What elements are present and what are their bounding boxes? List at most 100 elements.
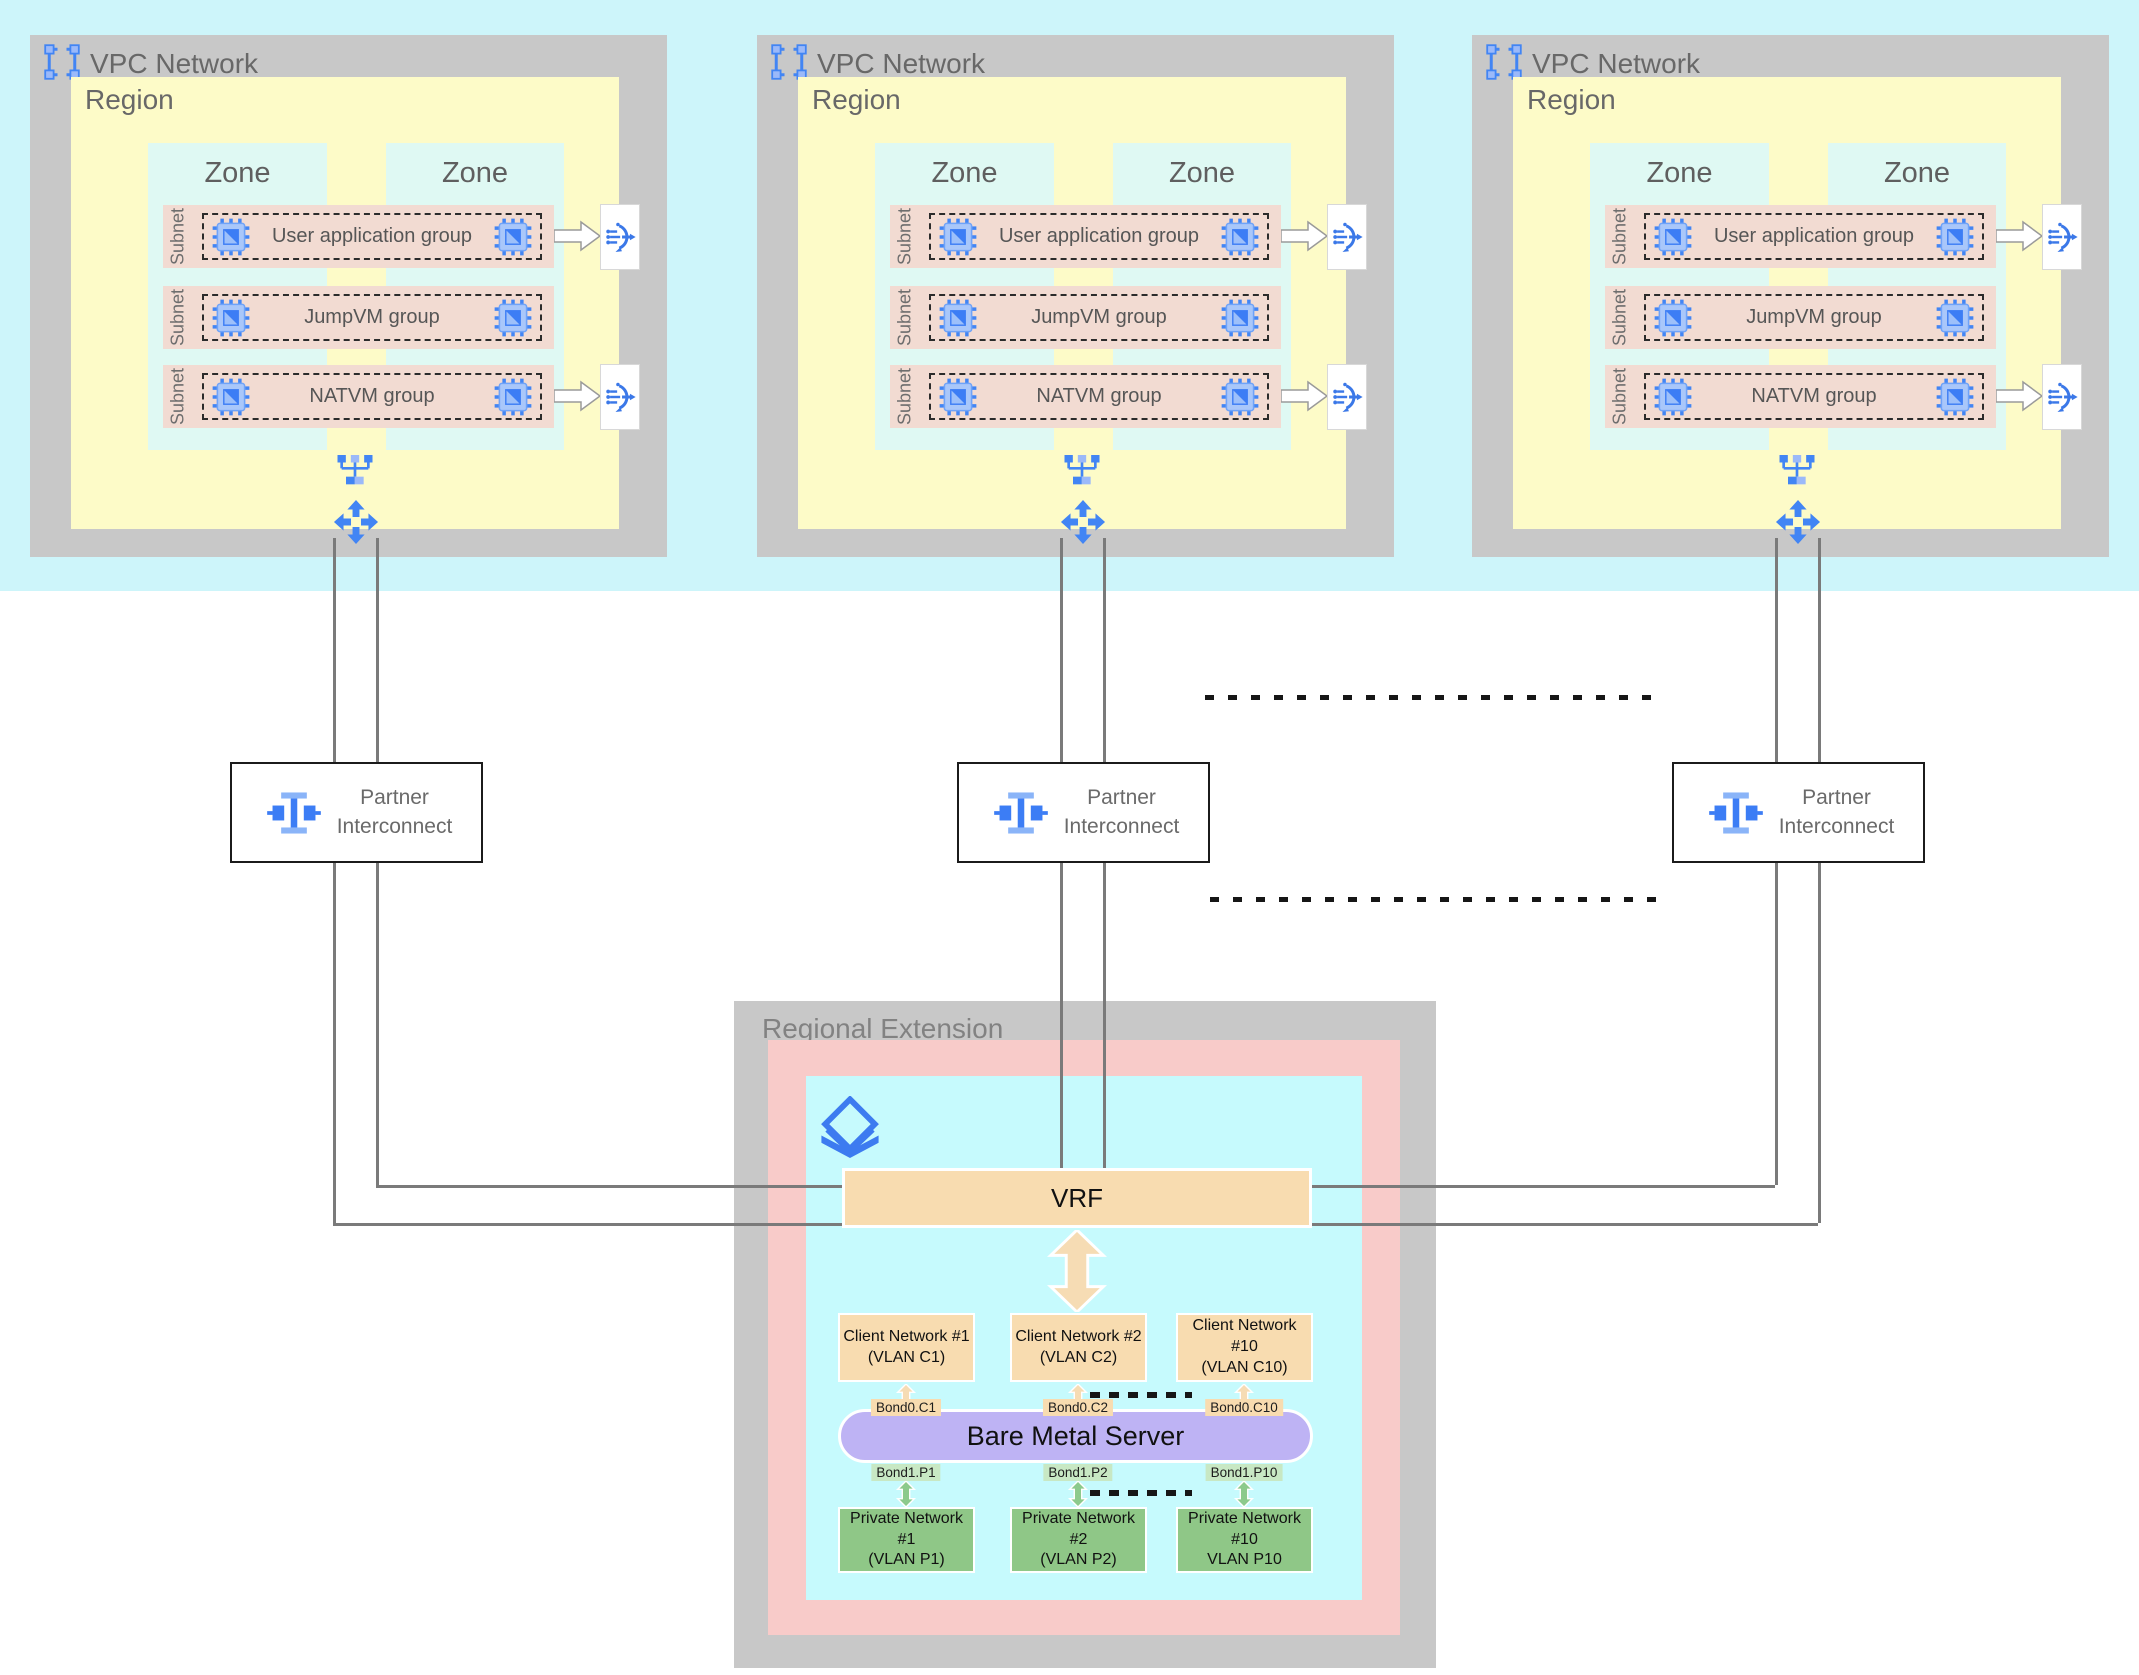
subnet-label: Subnet (1609, 367, 1630, 426)
vm-instance-icon (1221, 299, 1259, 336)
bare-metal-server: Bare Metal Server (838, 1409, 1313, 1463)
load-balancer-icon (606, 382, 636, 412)
network-vlan: (VLAN P1) (868, 1551, 945, 1569)
instance-group-box: NATVM group (1644, 373, 1984, 420)
network-vlan: (VLAN C2) (1039, 1348, 1118, 1366)
region-box: Region Zone Zone Subnet User application… (1513, 77, 2061, 545)
bond-interface-label: Bond1.P2 (1043, 1464, 1113, 1481)
network-box: Client Network #1 (VLAN C1) (838, 1313, 975, 1382)
instance-group-label: User application group (271, 225, 473, 247)
subnet-row: Subnet NATVM group (1605, 365, 1996, 428)
instance-group-label: NATVM group (1036, 385, 1162, 407)
vm-instance-icon (212, 299, 250, 336)
vpc-network-icon (1486, 44, 1522, 80)
network-vlan-extra: VLAN P10 (1207, 1551, 1282, 1569)
subnet-row: Subnet User application group (890, 205, 1281, 268)
routes-arrows-icon (1775, 499, 1821, 545)
ellipsis-dotted-line (1205, 695, 1655, 700)
network-name: Client Network #2 (1015, 1327, 1142, 1345)
egress-arrow (554, 220, 602, 252)
subnet-row: Subnet NATVM group (163, 365, 554, 428)
subnet-label: Subnet (167, 207, 188, 266)
vpc-network-card: VPC Network Region Zone Zone Subnet User… (30, 35, 667, 557)
instance-group-box: JumpVM group (202, 294, 542, 341)
load-balancer-icon (2048, 382, 2078, 412)
bare-metal-layers-icon (821, 1096, 879, 1158)
partner-interconnect-icon (267, 791, 321, 834)
vm-instance-icon (212, 378, 250, 415)
bond-interface-label: Bond0.C2 (1042, 1399, 1114, 1416)
instance-group-box: User application group (1644, 213, 1984, 260)
vrf-bar: VRF (842, 1168, 1312, 1228)
connector-line (1312, 1223, 1818, 1226)
network-name: Private Network #1 (850, 1509, 963, 1548)
region-title: Region (812, 84, 901, 115)
instance-group-label: JumpVM group (1031, 306, 1167, 328)
partner-interconnect-icon (1709, 791, 1763, 834)
subnet-label: Subnet (894, 288, 915, 347)
egress-arrow (1281, 380, 1329, 412)
zone-title: Zone (1168, 157, 1236, 189)
vpc-network-icon (771, 44, 807, 80)
network-name: Client Network #1 (843, 1327, 970, 1345)
instance-group-box: NATVM group (929, 373, 1269, 420)
instance-group-label: NATVM group (309, 385, 435, 407)
network-vlan: #10 (1231, 1530, 1258, 1548)
network-box: Private Network #2 (VLAN P2) (1010, 1507, 1147, 1573)
bond-interface-label: Bond1.P1 (871, 1464, 941, 1481)
vpc-network-title: VPC Network (817, 48, 986, 79)
vrf-double-arrow (1047, 1230, 1107, 1312)
subnet-label: Subnet (167, 288, 188, 347)
load-balancer-icon (606, 222, 636, 252)
ellipsis-dotted-line-small (1090, 1392, 1192, 1398)
instance-group-label: NATVM group (1751, 385, 1877, 407)
connector-line (1312, 1185, 1775, 1188)
instance-group-box: NATVM group (202, 373, 542, 420)
network-box: Private Network #1 (VLAN P1) (838, 1507, 975, 1573)
instance-group-label: User application group (998, 225, 1200, 247)
partner-interconnect-icon (994, 791, 1048, 834)
zone-title: Zone (204, 157, 271, 189)
instance-group-box: JumpVM group (1644, 294, 1984, 341)
regional-extension-title: Regional Extension (762, 1013, 1004, 1044)
load-balancer-icon (1333, 382, 1363, 412)
subnet-row: Subnet User application group (163, 205, 554, 268)
zone-title: Zone (931, 157, 998, 189)
region-title: Region (1527, 84, 1616, 115)
vm-instance-icon (212, 218, 250, 255)
vm-instance-icon (1936, 218, 1974, 255)
network-hub-icon (1064, 455, 1100, 485)
subnet-row: Subnet User application group (1605, 205, 1996, 268)
bond-interface-label: Bond1.P10 (1205, 1464, 1283, 1481)
egress-arrow (1996, 380, 2044, 412)
instance-group-box: User application group (929, 213, 1269, 260)
vm-instance-icon (1936, 299, 1974, 336)
connector-line (333, 1223, 842, 1226)
routes-arrows-icon (333, 499, 379, 545)
instance-group-label: JumpVM group (304, 306, 440, 328)
region-box: Region Zone Zone Subnet User application… (71, 77, 619, 545)
network-name: Client Network #10 (1192, 1317, 1297, 1356)
vm-instance-icon (1654, 299, 1692, 336)
network-hub-icon (337, 455, 373, 485)
zone-title: Zone (1883, 157, 1951, 189)
region-box: Region Zone Zone Subnet User application… (798, 77, 1346, 545)
load-balancer-box (2042, 364, 2082, 430)
load-balancer-icon (2048, 222, 2078, 252)
vm-instance-icon (939, 299, 977, 336)
vm-instance-icon (939, 218, 977, 255)
network-vlan: (VLAN C10) (1201, 1358, 1288, 1376)
vpc-network-title: VPC Network (90, 48, 259, 79)
region-title: Region (85, 84, 174, 115)
instance-group-label: JumpVM group (1746, 306, 1882, 328)
load-balancer-icon (1333, 222, 1363, 252)
subnet-row: Subnet JumpVM group (1605, 286, 1996, 349)
egress-arrow (1281, 220, 1329, 252)
bond-interface-label: Bond0.C1 (870, 1399, 942, 1416)
vm-instance-icon (1654, 378, 1692, 415)
vpc-network-card: VPC Network Region Zone Zone Subnet User… (1472, 35, 2109, 557)
